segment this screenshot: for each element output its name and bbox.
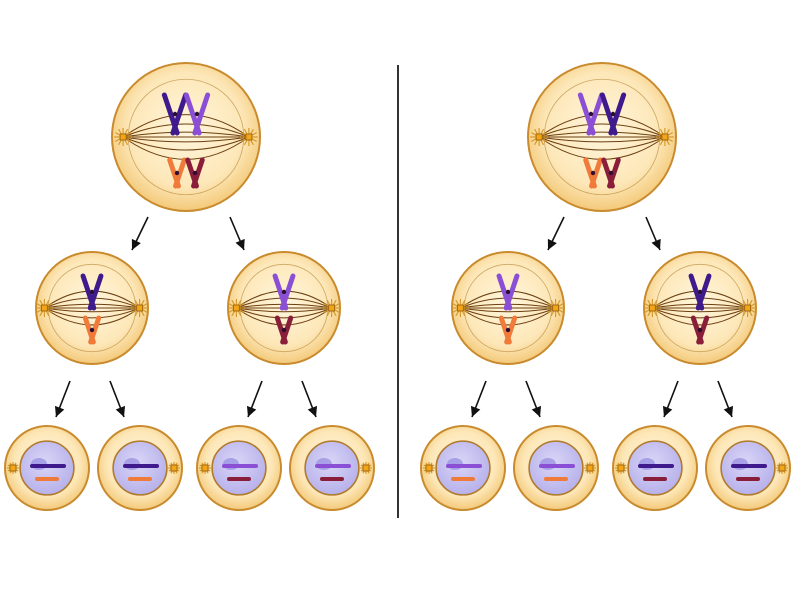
gamete-cell [705,425,791,511]
aster-icon [35,299,54,317]
arrow-icon [301,380,318,418]
arrow-icon [525,380,542,418]
gamete-cell [420,425,506,511]
meiosis-ii-cell [227,251,341,365]
arrow-icon [246,380,263,418]
gamete-cell [97,425,183,511]
chromosome-large [272,273,296,311]
aster-icon [227,299,246,317]
chromosome-large [496,273,520,311]
aster-icon [423,462,435,474]
parent-cell [111,62,261,212]
chromosome-large [688,273,712,311]
chromosome-large [577,92,605,136]
aster-icon [655,128,674,146]
aster-icon [239,128,258,146]
aster-icon [776,462,788,474]
arrow-icon [54,380,71,418]
aster-icon [114,128,133,146]
spindle-fibers [538,78,666,196]
meiosis-panel-left [4,62,375,511]
meiosis-panel-right [420,62,791,511]
chromosome-small [82,315,102,345]
chromosome-small [498,315,518,345]
chromosome-small [274,315,294,345]
aster-icon [322,299,341,317]
arrow-icon [131,216,149,251]
aster-icon [615,462,627,474]
chromosome-large [80,273,104,311]
parent-cell [527,62,677,212]
chromosome-large [183,92,211,136]
chromosome-large [161,92,189,136]
aster-icon [7,462,19,474]
arrow-icon [662,380,679,418]
aster-icon [643,299,662,317]
chromosome-small [167,157,187,189]
chromosome-large [599,92,627,136]
meiosis-ii-cell [643,251,757,365]
aster-icon [199,462,211,474]
aster-icon [738,299,757,317]
arrow-icon [645,216,661,251]
aster-icon [584,462,596,474]
arrow-icon [470,380,487,418]
chromosome-small [690,315,710,345]
arrow-icon [547,216,565,251]
gamete-cell [612,425,698,511]
aster-icon [360,462,372,474]
meiosis-ii-cell [35,251,149,365]
gamete-cell [289,425,375,511]
aster-icon [451,299,470,317]
aster-icon [546,299,565,317]
meiosis-ii-cell [451,251,565,365]
chromosome-small [601,157,621,189]
aster-icon [130,299,149,317]
gamete-cell [513,425,599,511]
aster-icon [168,462,180,474]
gamete-cell [196,425,282,511]
chromosome-small [185,157,205,189]
gamete-cell [4,425,90,511]
aster-icon [530,128,549,146]
arrow-icon [109,380,126,418]
arrow-icon [229,216,245,251]
chromosome-small [583,157,603,189]
arrow-icon [717,380,734,418]
